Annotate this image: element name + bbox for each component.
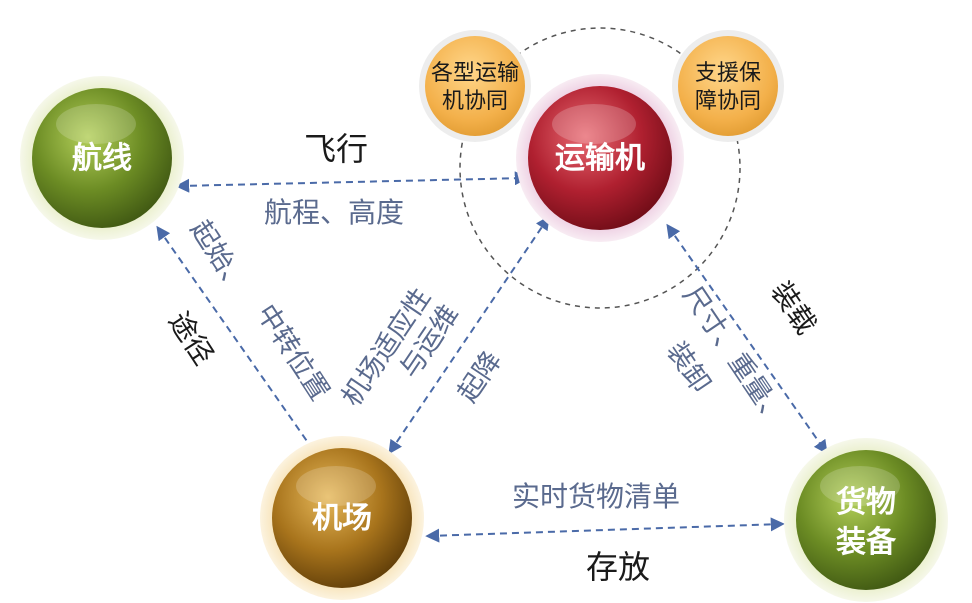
- label-path: 途径: [162, 306, 220, 371]
- label-transit-line2: 中转位置: [250, 299, 335, 406]
- node-airport: 机场: [260, 436, 424, 600]
- route-label: 航线: [72, 141, 132, 176]
- cargo-line1: 货物: [836, 485, 896, 520]
- label-takeoff-landing: 起降: [452, 346, 508, 408]
- support-line1: 支援保: [695, 61, 761, 86]
- node-cargo-equipment: 货物 装备: [784, 438, 948, 602]
- label-size-line2: 装卸: [660, 337, 716, 399]
- transport-label: 运输机: [555, 141, 645, 176]
- support-line2: 障协同: [695, 89, 761, 114]
- orbit-ring: [459, 27, 741, 309]
- node-support: 支援保 障协同: [672, 30, 784, 142]
- arrow-airport-cargo: [425, 517, 785, 543]
- arrow-route-transport: [175, 171, 529, 193]
- label-manifest: 实时货物清单: [512, 480, 680, 513]
- label-flight: 飞行: [304, 130, 368, 168]
- label-storage: 存放: [586, 548, 650, 586]
- label-range-altitude: 航程、高度: [264, 196, 404, 229]
- node-transport-aircraft: 运输机: [516, 74, 684, 242]
- aircraft-types-line2: 机协同: [442, 89, 508, 114]
- arrow-route-airport: [156, 225, 318, 457]
- label-load: 装载: [764, 275, 823, 340]
- aircraft-types-line1: 各型运输: [431, 61, 519, 86]
- arrow-airport-transport: [388, 215, 550, 455]
- airport-label: 机场: [312, 501, 372, 536]
- node-aircraft-types: 各型运输 机协同: [419, 30, 531, 142]
- cargo-line2: 装备: [836, 525, 897, 560]
- node-route: 航线: [20, 76, 184, 240]
- arrow-transport-cargo: [666, 223, 828, 455]
- label-transit-line1: 起始、: [184, 215, 254, 300]
